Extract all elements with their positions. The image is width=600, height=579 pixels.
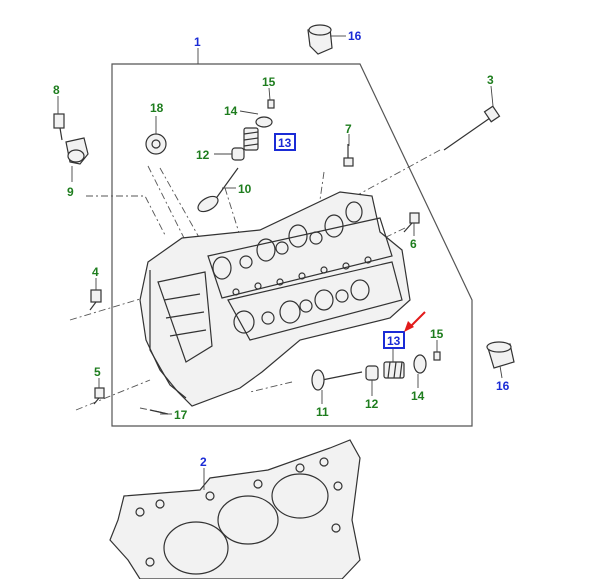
callout-16-lower: 16	[496, 379, 510, 393]
spring-retainer-lower	[413, 354, 427, 374]
callout-10: 10	[238, 182, 252, 196]
cam-bearing-bores-lower	[233, 279, 370, 334]
callout-1: 1	[194, 35, 201, 49]
callout-7: 7	[345, 122, 352, 136]
callout-11: 11	[316, 405, 329, 419]
callout-14-lower: 14	[411, 389, 425, 403]
callout-6: 6	[410, 237, 417, 251]
red-arrow-icon	[404, 311, 426, 332]
cylinder-head-assembly-frame	[111, 63, 473, 427]
callout-17: 17	[174, 408, 188, 422]
callout-13-upper-box	[274, 133, 296, 151]
head-gasket	[109, 439, 361, 579]
callout-4: 4	[92, 265, 99, 279]
callout-12-upper: 12	[196, 148, 210, 162]
callout-labels: 1 2 3 4 5 6 7 8 9 10 11 12 12 13 13 14 1…	[53, 29, 510, 469]
valve-stem-seal-lower	[365, 365, 379, 381]
valve-collets-lower	[433, 351, 441, 361]
callout-16-upper: 16	[348, 29, 362, 43]
bolt-4	[89, 289, 102, 311]
spring-retainer-upper	[255, 116, 273, 128]
head-bolt-long	[443, 105, 501, 151]
sensor-9	[65, 137, 89, 165]
callout-15-lower: 15	[430, 327, 444, 341]
port-holes	[232, 256, 372, 296]
cam-bearing-bores-upper	[212, 201, 363, 280]
callout-12-lower: 12	[365, 397, 379, 411]
sensor-bolt-8	[53, 113, 65, 141]
callout-3: 3	[487, 73, 494, 87]
stud-7	[343, 144, 354, 167]
valve-stem-seal-upper	[231, 147, 245, 161]
valve-11	[311, 369, 363, 391]
valve-collets-upper	[267, 99, 275, 109]
callout-5: 5	[94, 365, 101, 379]
valve-spring-lower	[383, 361, 405, 379]
callout-13-upper: 13	[278, 136, 292, 150]
callout-18: 18	[150, 101, 164, 115]
dowel-17	[149, 409, 169, 415]
callout-15-upper: 15	[262, 75, 276, 89]
bolt-5	[93, 387, 105, 405]
tappet-upper	[307, 24, 333, 55]
plug-18	[145, 133, 167, 155]
dash-dot-guide-lines	[69, 149, 441, 414]
callout-9: 9	[67, 185, 74, 199]
bolt-6	[403, 212, 420, 233]
callout-14-upper: 14	[224, 104, 238, 118]
valve-10	[197, 167, 239, 213]
callout-13-lower: 13	[387, 334, 401, 348]
callout-2: 2	[200, 455, 207, 469]
cylinder-head-body	[139, 191, 411, 407]
callout-13-lower-box	[383, 331, 405, 349]
tappet-lower	[486, 341, 515, 369]
callout-8: 8	[53, 83, 60, 97]
valve-spring-upper	[243, 127, 259, 151]
